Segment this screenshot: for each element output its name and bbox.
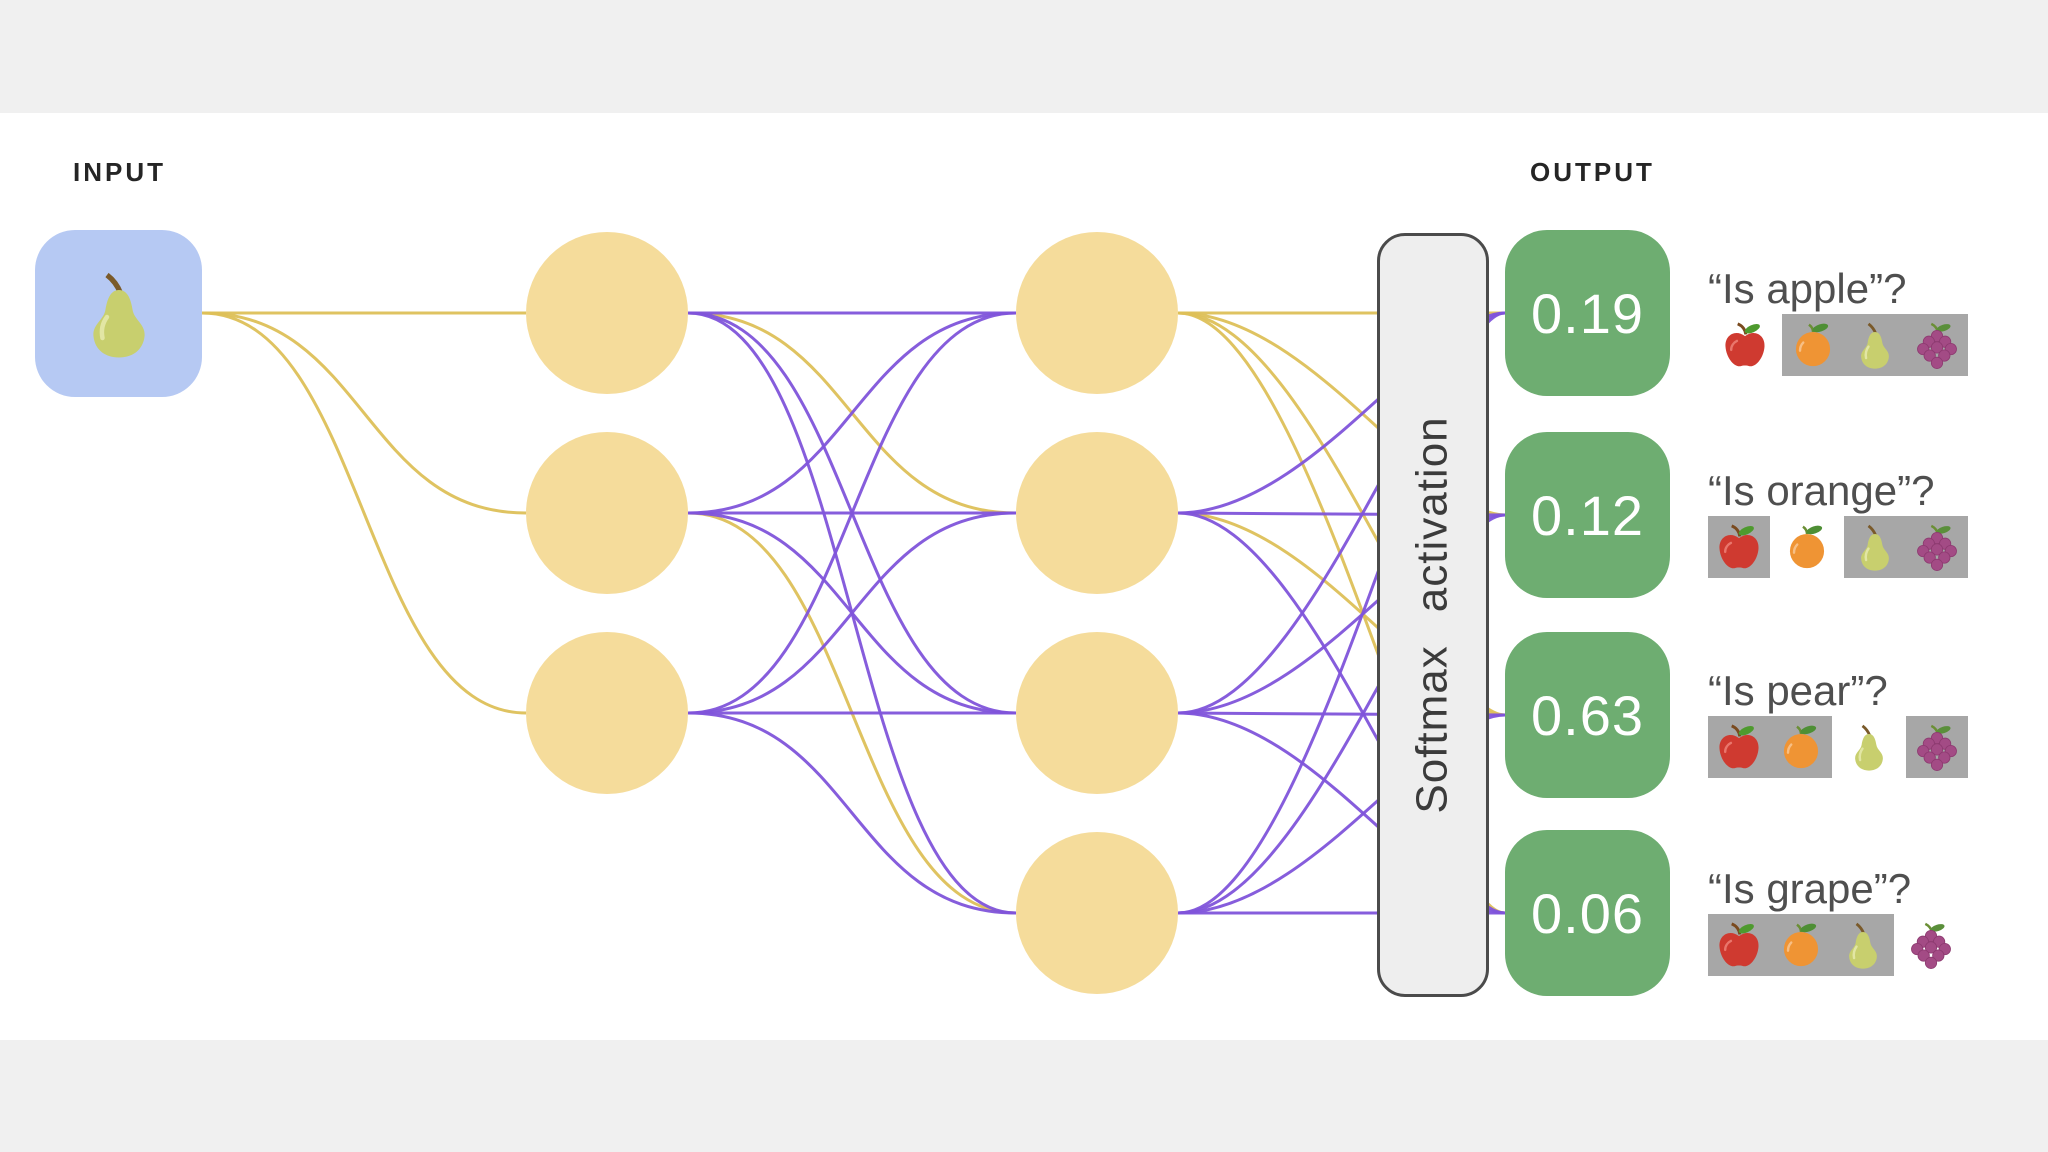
grape-icon (1906, 716, 1968, 778)
question-label: “Is grape”? (1708, 865, 1912, 912)
network-edge (687, 311, 1017, 515)
network-edge (687, 711, 1017, 915)
orange-icon (1776, 516, 1838, 578)
network-edge (687, 511, 1017, 715)
orange-icon (1770, 914, 1832, 976)
probability-box: 0.12 (1505, 432, 1670, 598)
hidden2-node-2 (1016, 432, 1178, 594)
apple-icon (1708, 914, 1770, 976)
fruit-choices (1708, 314, 1968, 376)
pear-icon (1838, 716, 1900, 778)
orange-icon (1770, 716, 1832, 778)
question-block: “Is pear”? (1708, 632, 1968, 798)
bottom-band (0, 1040, 2048, 1152)
grape-icon (1906, 516, 1968, 578)
grape-icon (1900, 914, 1962, 976)
hidden2-node-4 (1016, 832, 1178, 994)
question-block: “Is apple”? (1708, 230, 1968, 396)
hidden1-node-3 (526, 632, 688, 794)
apple-icon (1714, 314, 1776, 376)
hidden1-node-2 (526, 432, 688, 594)
question-label: “Is orange”? (1708, 467, 1935, 514)
edge-layer (201, 311, 1506, 915)
hidden1-node-1 (526, 232, 688, 394)
question-block: “Is orange”? (1708, 432, 1968, 598)
apple-icon (1708, 516, 1770, 578)
hidden2-node-1 (1016, 232, 1178, 394)
pear-icon (71, 266, 167, 362)
pear-icon (1844, 516, 1906, 578)
softmax-label: Softmax activation (1408, 416, 1457, 814)
top-band (0, 0, 2048, 113)
fruit-choices (1708, 716, 1968, 778)
orange-icon (1782, 314, 1844, 376)
node-layer (526, 232, 1178, 994)
fruit-choices (1708, 914, 1968, 976)
output-row: 0.12 “Is orange”? (1505, 432, 2045, 598)
softmax-activation-box: Softmax activation (1377, 233, 1489, 997)
output-label: OUTPUT (1530, 157, 1655, 187)
probability-box: 0.06 (1505, 830, 1670, 996)
network-edge (201, 311, 527, 715)
probability-box: 0.19 (1505, 230, 1670, 396)
input-image-box (35, 230, 202, 397)
input-label: INPUT (73, 157, 166, 187)
output-row: 0.06 “Is grape”? (1505, 830, 2045, 996)
output-row: 0.19 “Is apple”? (1505, 230, 2045, 396)
pear-icon (1832, 914, 1894, 976)
network-edge (201, 311, 527, 515)
pear-icon (1844, 314, 1906, 376)
fruit-choices (1708, 516, 1968, 578)
grape-icon (1906, 314, 1968, 376)
question-label: “Is pear”? (1708, 667, 1888, 714)
question-block: “Is grape”? (1708, 830, 1968, 996)
apple-icon (1708, 716, 1770, 778)
question-label: “Is apple”? (1708, 265, 1907, 312)
network-edge (687, 311, 1017, 715)
output-row: 0.63 “Is pear”? (1505, 632, 2045, 798)
probability-box: 0.63 (1505, 632, 1670, 798)
hidden2-node-3 (1016, 632, 1178, 794)
